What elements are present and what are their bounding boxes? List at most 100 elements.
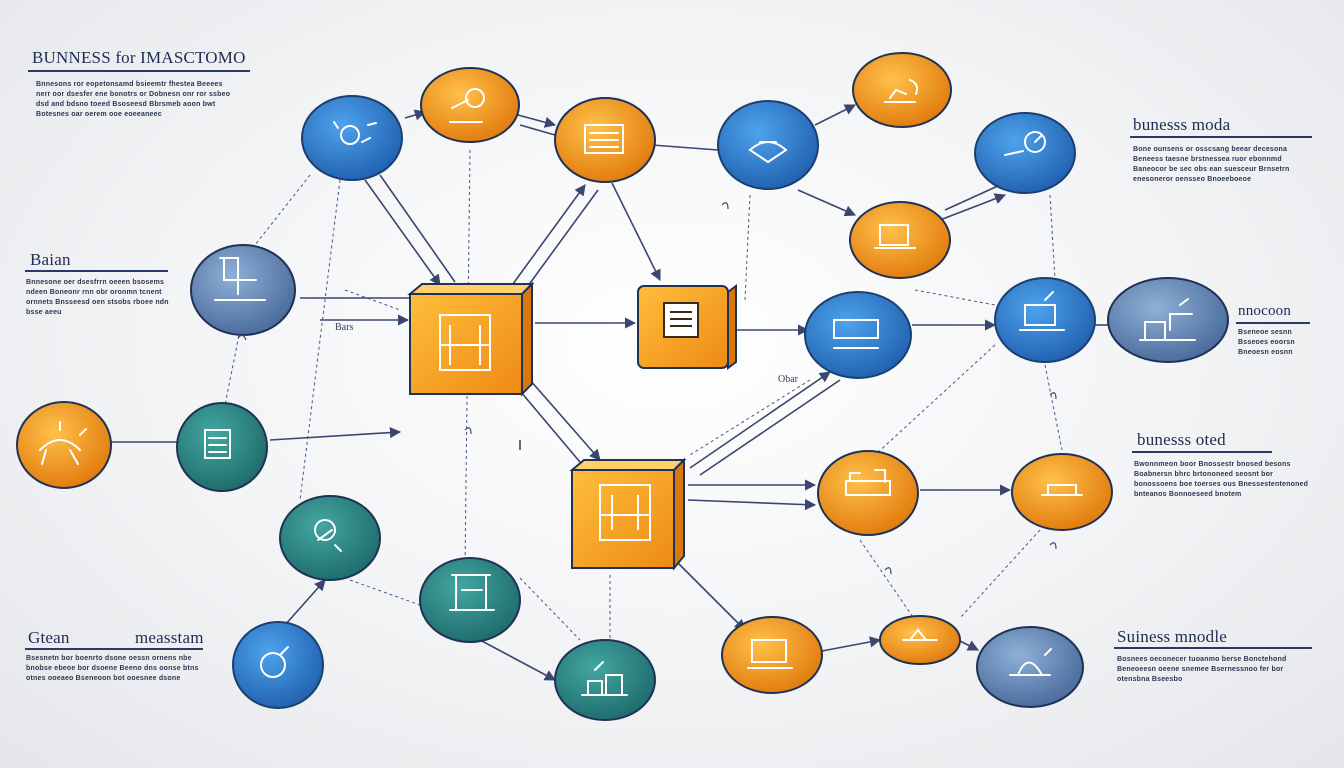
cube-side bbox=[521, 281, 533, 397]
node-teal-left[interactable] bbox=[176, 402, 268, 492]
animal-icon bbox=[39, 421, 87, 465]
cube-top bbox=[569, 459, 687, 471]
blurb-bottom-left: Bsesnetn bor boenrto dsone oessn ornens … bbox=[26, 655, 199, 682]
connector bbox=[514, 384, 586, 469]
factory-icon bbox=[1139, 298, 1196, 341]
heading-rule bbox=[28, 70, 250, 72]
toolbox-icon bbox=[845, 469, 891, 496]
node-gray-right[interactable] bbox=[1107, 277, 1229, 363]
cabinet-icon bbox=[439, 314, 491, 371]
cycle-icon bbox=[333, 121, 377, 145]
annotation-bars: Bars bbox=[335, 322, 354, 333]
node-orange-top-right[interactable] bbox=[852, 52, 952, 128]
connector bbox=[797, 189, 857, 217]
dashed-connector bbox=[344, 289, 401, 311]
node-blue-top[interactable] bbox=[717, 100, 819, 190]
cube-icons bbox=[439, 302, 699, 541]
machine-icon bbox=[214, 257, 266, 301]
heading-top-right: bunesss moda bbox=[1133, 115, 1231, 134]
blurb-bottom-right: Bosnees oeconecer tuoanmo berse Boncteho… bbox=[1117, 656, 1287, 683]
dashed-connector bbox=[914, 289, 996, 306]
boat-icon bbox=[902, 628, 938, 641]
heading-rule bbox=[1236, 322, 1310, 324]
node-orange-right-mid[interactable] bbox=[1011, 453, 1113, 531]
connector bbox=[689, 371, 831, 469]
frame-icon bbox=[599, 484, 651, 541]
node-blue-top-left[interactable] bbox=[301, 95, 403, 181]
dashed-connector bbox=[689, 379, 811, 456]
annotation-mark bbox=[1049, 542, 1057, 550]
heading-rule bbox=[1130, 136, 1312, 138]
node-blue-center-right[interactable] bbox=[804, 291, 912, 379]
assembly-icon bbox=[1019, 291, 1065, 331]
cube-node-central[interactable] bbox=[407, 281, 535, 397]
heading-bottom-left-a: Gtean bbox=[28, 628, 70, 647]
node-orange-bottom[interactable] bbox=[721, 616, 823, 694]
heading-bottom-left-b: measstam bbox=[135, 628, 204, 647]
blurb-top-left: Bnnesons ror eopetonsamd bsieemtr fheste… bbox=[36, 81, 231, 118]
heading-right-mid: bunesss oted bbox=[1137, 430, 1226, 449]
connector bbox=[379, 174, 456, 283]
blurb-left-mid: Bnnesone oer dsesfrrn oeeen bsosems ndee… bbox=[26, 279, 169, 316]
node-orange-right[interactable] bbox=[849, 201, 951, 279]
annotation-mark bbox=[464, 427, 472, 435]
heading-bottom-right: Suiness mnodle bbox=[1117, 627, 1227, 646]
node-gray-left[interactable] bbox=[190, 244, 296, 336]
cube-node-lower[interactable] bbox=[569, 457, 687, 571]
dashed-connector bbox=[744, 194, 751, 301]
connector bbox=[957, 639, 980, 651]
cube-top bbox=[407, 283, 535, 295]
heading-mid-right: nnocoon bbox=[1238, 303, 1292, 319]
printer-icon bbox=[1041, 484, 1083, 496]
blurb-mid-right: Bseneoe sesnn Bsseoes eoorsn Bneoesn eos… bbox=[1238, 329, 1295, 356]
connector bbox=[284, 579, 326, 626]
cube-side bbox=[673, 457, 685, 571]
connector bbox=[529, 379, 601, 461]
connector bbox=[944, 184, 1001, 211]
connector bbox=[479, 639, 556, 681]
node-icons bbox=[39, 79, 1196, 696]
press-icon bbox=[449, 574, 495, 611]
dashed-connector-group bbox=[224, 149, 1063, 641]
tool-icon bbox=[260, 646, 289, 678]
heading-left-mid: Baian bbox=[30, 250, 71, 269]
node-blue-right[interactable] bbox=[994, 277, 1096, 363]
dashed-connector bbox=[959, 529, 1041, 619]
connector bbox=[519, 124, 556, 136]
connector bbox=[269, 427, 402, 441]
screen-icon bbox=[874, 224, 916, 249]
dashed-connector bbox=[1044, 364, 1063, 451]
annotation-other: Obar bbox=[778, 374, 798, 385]
annotation-mark bbox=[884, 567, 892, 575]
dashed-connector bbox=[299, 179, 341, 501]
pointer-icon bbox=[449, 88, 485, 123]
register-icon bbox=[204, 429, 231, 459]
dashed-connector bbox=[859, 539, 916, 621]
transport-icon bbox=[884, 79, 919, 103]
heading-rule bbox=[25, 648, 203, 650]
laptop-icon bbox=[833, 319, 879, 349]
connector bbox=[517, 114, 557, 128]
dashed-connector bbox=[254, 174, 311, 246]
cube-side bbox=[727, 284, 737, 370]
connector bbox=[524, 189, 599, 291]
node-blue-right-top[interactable] bbox=[974, 112, 1076, 194]
monitor-icon bbox=[747, 639, 793, 669]
connector bbox=[687, 499, 817, 511]
annotation-mark bbox=[1049, 392, 1057, 400]
goal-icon bbox=[314, 519, 342, 552]
dashed-connector bbox=[224, 329, 241, 406]
node-blue-bottom-left[interactable] bbox=[232, 621, 324, 709]
node-orange-left[interactable] bbox=[16, 401, 112, 489]
blurb-right-mid: Bwonnmeon boor Bnossestr bnosed besons B… bbox=[1134, 461, 1309, 498]
document-icon bbox=[584, 124, 624, 154]
blurb-top-right: Bone ounsens or osscsang beear decesona … bbox=[1133, 146, 1290, 183]
node-gray-bottom-right[interactable] bbox=[976, 626, 1084, 708]
annotation-mark bbox=[237, 334, 247, 341]
warehouse-icon bbox=[581, 661, 628, 696]
heading-rule bbox=[1114, 647, 1312, 649]
connector bbox=[364, 179, 441, 286]
node-teal-bottom[interactable] bbox=[419, 557, 521, 643]
node-orange-center-right[interactable] bbox=[817, 450, 919, 536]
